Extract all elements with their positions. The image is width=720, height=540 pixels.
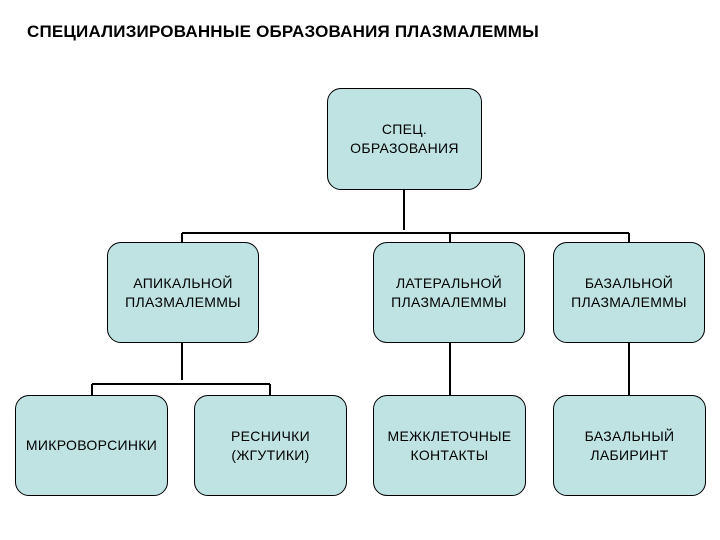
node-cilia: РЕСНИЧКИ (ЖГУТИКИ) — [194, 395, 347, 496]
node-basal-plasmalemma: БАЗАЛЬНОЙ ПЛАЗМАЛЕММЫ — [553, 242, 705, 343]
node-apical-line-1: АПИКАЛЬНОЙ — [133, 274, 233, 291]
node-cilia-line-1: РЕСНИЧКИ — [231, 427, 310, 444]
node-root: СПЕЦ. ОБРАЗОВАНИЯ — [327, 88, 482, 190]
node-basal-line-1: БАЗАЛЬНОЙ — [584, 274, 674, 291]
node-basal-labyrinth: БАЗАЛЬНЫЙ ЛАБИРИНТ — [553, 395, 706, 496]
node-basal-line-2: ПЛАЗМАЛЕММЫ — [571, 293, 687, 310]
node-apical-line-2: ПЛАЗМАЛЕММЫ — [125, 293, 241, 310]
node-lateral-line-1: ЛАТЕРАЛЬНОЙ — [395, 274, 503, 291]
node-contacts-line-1: МЕЖКЛЕТОЧНЫЕ — [387, 427, 512, 444]
node-cilia-line-2: (ЖГУТИКИ) — [231, 446, 310, 463]
node-lateral-plasmalemma: ЛАТЕРАЛЬНОЙ ПЛАЗМАЛЕММЫ — [373, 242, 525, 343]
node-labyrinth-line-2: ЛАБИРИНТ — [590, 446, 669, 463]
node-root-line-2: ОБРАЗОВАНИЯ — [350, 140, 459, 156]
node-contacts-line-2: КОНТАКТЫ — [410, 446, 489, 463]
diagram-title: СПЕЦИАЛИЗИРОВАННЫЕ ОБРАЗОВАНИЯ ПЛАЗМАЛЕМ… — [27, 22, 539, 41]
node-lateral-line-2: ПЛАЗМАЛЕММЫ — [391, 293, 507, 310]
node-intercellular-contacts: МЕЖКЛЕТОЧНЫЕ КОНТАКТЫ — [373, 395, 526, 496]
node-apical-plasmalemma: АПИКАЛЬНОЙ ПЛАЗМАЛЕММЫ — [107, 242, 259, 343]
node-labyrinth-line-1: БАЗАЛЬНЫЙ — [584, 427, 675, 444]
node-microvilli: МИКРОВОРСИНКИ — [15, 395, 168, 496]
node-root-line-1: СПЕЦ. — [381, 121, 428, 137]
node-microvilli-line-1: МИКРОВОРСИНКИ — [25, 437, 158, 453]
